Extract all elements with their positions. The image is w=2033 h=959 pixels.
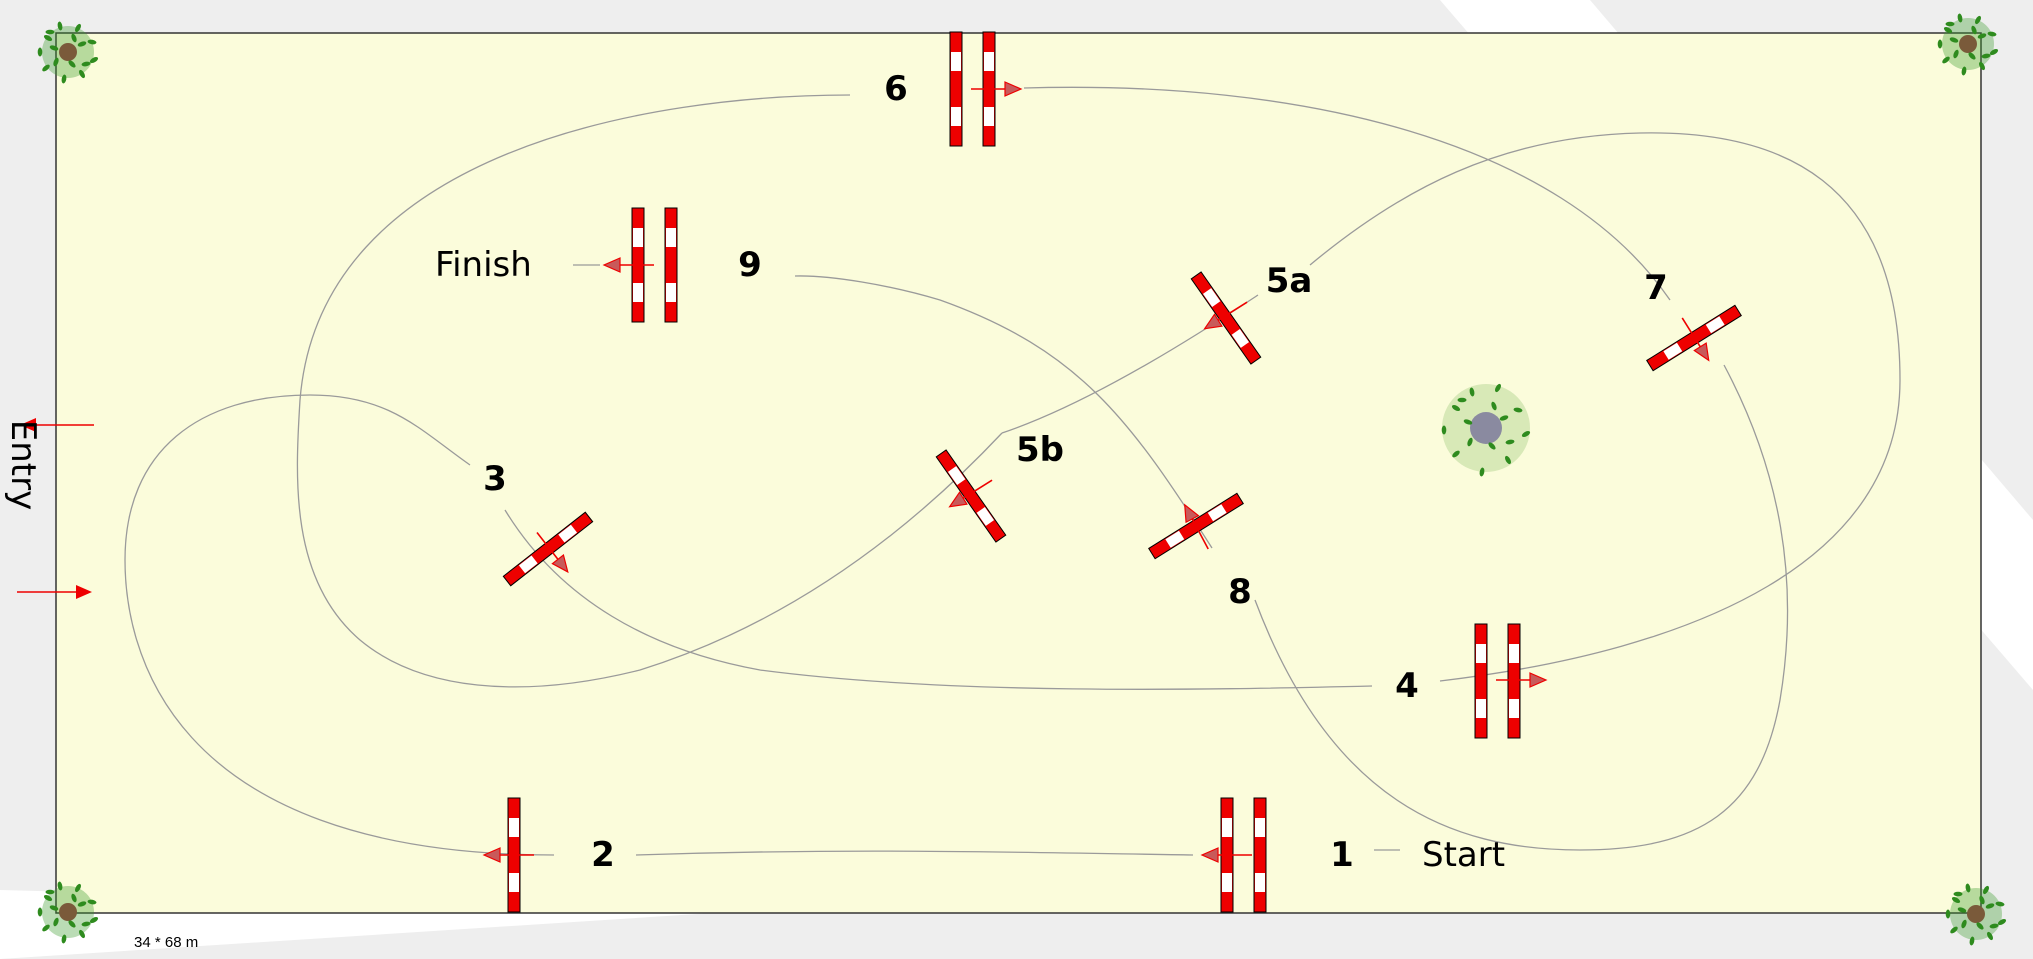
obstacle-label-8: 8 [1228, 572, 1252, 612]
obstacle-label-2: 2 [591, 835, 615, 875]
arena-area [55, 32, 1982, 914]
arena-size-label: 34 * 68 m [134, 934, 198, 951]
obstacle-label-7: 7 [1644, 268, 1668, 308]
obstacle-label-6: 6 [884, 69, 908, 109]
start-label: Start [1422, 835, 1505, 875]
course-track [124, 86, 1901, 856]
entry-label: Entry [3, 420, 43, 510]
plant-icon [1946, 883, 2007, 946]
tree-icon [1441, 382, 1532, 477]
obstacle-label-1: 1 [1330, 835, 1354, 875]
obstacle-label-3: 3 [483, 459, 507, 499]
entry-marker: Entry [3, 418, 94, 599]
obstacle-label-9: 9 [738, 245, 762, 285]
entry-out-arrow-icon [20, 418, 36, 432]
obstacle-label-5b: 5b [1016, 430, 1064, 470]
finish-label: Finish [435, 245, 532, 285]
entry-in-arrow-icon [76, 585, 92, 599]
obstacle-label-4: 4 [1395, 666, 1419, 706]
obstacle-label-5a: 5a [1266, 261, 1313, 301]
